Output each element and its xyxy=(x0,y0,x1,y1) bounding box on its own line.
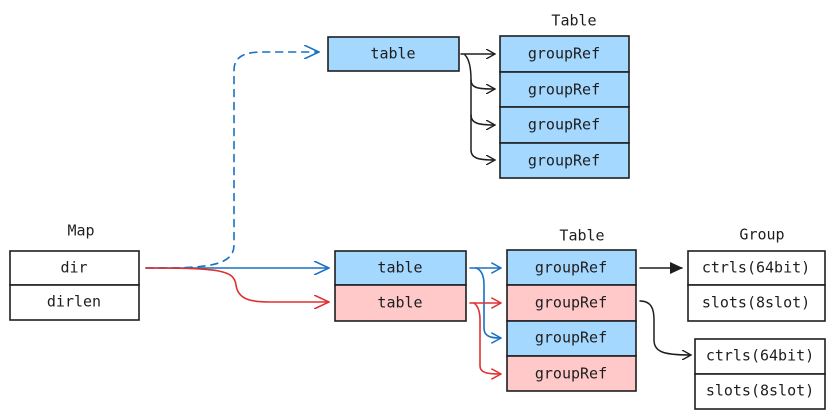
map-dirlen-box xyxy=(9,284,140,321)
groupref-to-group2-arrow xyxy=(639,300,690,355)
top-groupref-4-label: groupRef xyxy=(528,152,600,170)
top-groupref-2-label: groupRef xyxy=(528,81,600,99)
map-dirlen-label: dirlen xyxy=(47,293,101,311)
group-2: ctrls(64bit) slots(8slot) xyxy=(694,338,826,410)
title-map: Map xyxy=(67,222,94,240)
title-table-mid: Table xyxy=(559,227,604,245)
mid-groupref-column: groupRef groupRef groupRef groupRef xyxy=(506,249,637,392)
top-groupref-3 xyxy=(499,106,630,144)
mid-groupref-3 xyxy=(506,320,637,357)
mid-table-blue-label: table xyxy=(377,259,422,277)
top-table-box xyxy=(327,36,460,72)
mid-groupref-1-label: groupRef xyxy=(535,259,607,277)
mid-table-fanout-arrows xyxy=(469,267,500,374)
map-dir-label: dir xyxy=(60,259,87,277)
mid-groupref-3-label: groupRef xyxy=(535,329,607,347)
mid-groupref-4 xyxy=(506,355,637,392)
mid-groupref-4-label: groupRef xyxy=(535,365,607,383)
mid-groupref-2-label: groupRef xyxy=(535,294,607,312)
mid-table-red-label: table xyxy=(377,294,422,312)
top-groupref-3-label: groupRef xyxy=(528,116,600,134)
top-groupref-1-label: groupRef xyxy=(528,45,600,63)
top-table-label: table xyxy=(370,45,415,63)
group2-ctrls-label: ctrls(64bit) xyxy=(706,347,814,365)
group1-slots-box xyxy=(687,284,826,322)
dir-to-table-red-arrow xyxy=(145,267,328,302)
group2-slots-box xyxy=(694,373,826,410)
top-fanout-arrow-2 xyxy=(464,54,494,89)
mid-groupref-1 xyxy=(506,249,637,286)
top-groupref-4 xyxy=(499,142,630,179)
mid-table-blue-box xyxy=(334,250,467,286)
title-group: Group xyxy=(739,226,784,244)
top-groupref-column: groupRef groupRef groupRef groupRef xyxy=(499,35,630,179)
map-dir-box xyxy=(9,250,140,286)
dir-to-top-table-dashed-arrow xyxy=(145,52,318,269)
group-1: ctrls(64bit) slots(8slot) xyxy=(687,250,826,322)
mid-blue-fanout-arrow-2 xyxy=(475,267,500,338)
group2-ctrls-box xyxy=(694,338,826,375)
title-table-top: Table xyxy=(551,12,596,30)
mid-groupref-2 xyxy=(506,284,637,322)
group1-ctrls-label: ctrls(64bit) xyxy=(702,259,810,277)
group2-slots-label: slots(8slot) xyxy=(706,382,814,400)
top-fanout-arrow-4 xyxy=(470,114,494,160)
mid-table-red-box xyxy=(334,284,467,322)
top-table-fanout-arrows xyxy=(460,54,494,160)
group1-slots-label: slots(8slot) xyxy=(702,294,810,312)
map-struct: dir dirlen xyxy=(9,250,140,321)
mid-red-fanout-arrow-2 xyxy=(473,302,500,374)
top-groupref-2 xyxy=(499,71,630,108)
group1-ctrls-box xyxy=(687,250,826,286)
